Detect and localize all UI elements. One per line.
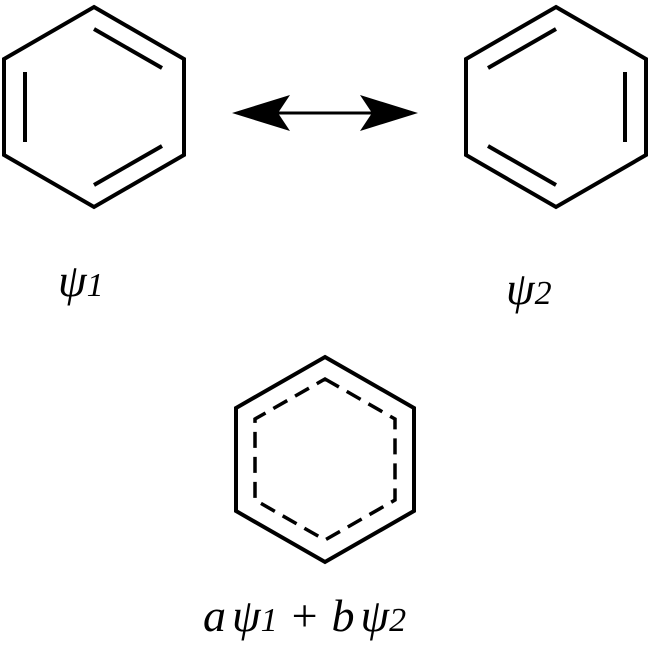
resonance-hybrid-structure [234,354,416,565]
double-bond-2b [487,27,557,70]
kekule-structure-1 [2,4,186,210]
resonance-arrow [232,95,418,131]
psi-1-label: ψ1 [58,255,104,306]
double-bond-1b [93,27,163,70]
double-bond-1c [93,144,163,187]
hexagon-ring-hybrid [234,354,416,565]
psi-2-label: ψ2 [506,263,552,314]
kekule-structure-2 [464,4,648,210]
hexagon-ring-1 [2,4,186,210]
delocalized-dashed-ring [253,376,397,543]
hexagon-ring-2 [464,4,648,210]
double-bond-2c [487,144,557,187]
